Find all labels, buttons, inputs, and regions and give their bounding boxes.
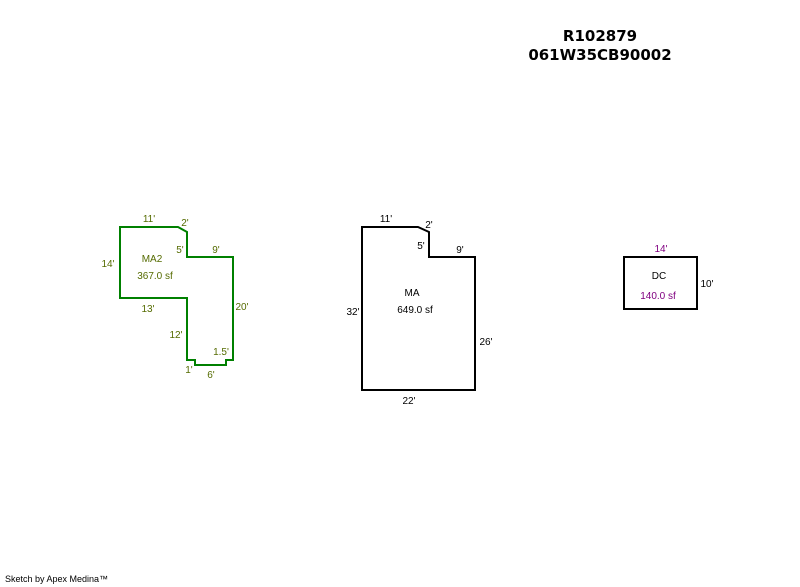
ma2-outline (119, 226, 234, 366)
ma2-dim-bottom-left: 13' (141, 304, 154, 315)
dc-area: 140.0 sf (640, 291, 676, 302)
map-number: 061W35CB90002 (528, 46, 672, 64)
ma-dim-chamfer: 2' (425, 220, 433, 231)
area-ma2: MA2 367.0 sf 11' 2' 5' 9' 14' 20' 13' 12… (101, 214, 248, 381)
ma2-dim-right: 20' (235, 302, 248, 313)
ma-dim-top: 11' (380, 214, 392, 225)
ma2-label: MA2 (142, 254, 163, 265)
ma-outline (361, 226, 476, 391)
ma-dim-step: 5' (417, 241, 425, 252)
dc-outline (623, 256, 698, 310)
dc-dim-top: 14' (654, 244, 667, 255)
ma2-dim-inner-down: 12' (169, 330, 182, 341)
ma-dim-left: 32' (346, 307, 359, 318)
ma2-dim-top: 11' (143, 214, 155, 225)
dc-label: DC (652, 271, 666, 282)
ma2-dim-notch-left: 1' (185, 365, 193, 376)
ma2-dim-step: 5' (176, 245, 184, 256)
ma2-dim-chamfer: 2' (181, 218, 189, 229)
ma2-dim-notch-right: 1.5' (213, 347, 229, 358)
dc-dim-right: 10' (700, 279, 713, 290)
ma2-area: 367.0 sf (137, 271, 173, 282)
ma-area: 649.0 sf (397, 305, 433, 316)
area-ma: MA 649.0 sf 11' 2' 5' 9' 32' 26' 22' (346, 214, 492, 407)
ma-dim-step-top: 9' (456, 245, 464, 256)
area-dc: DC 140.0 sf 14' 10' (623, 244, 714, 310)
parcel-id: R102879 (562, 27, 638, 45)
ma2-dim-left: 14' (101, 259, 114, 270)
ma2-dim-bottom: 6' (207, 370, 215, 381)
ma-dim-bottom: 22' (402, 396, 415, 407)
ma2-dim-step-top: 9' (212, 245, 220, 256)
ma-dim-right: 26' (479, 337, 492, 348)
footer-credit: Sketch by Apex Medina™ (5, 574, 109, 584)
ma-label: MA (405, 288, 420, 299)
